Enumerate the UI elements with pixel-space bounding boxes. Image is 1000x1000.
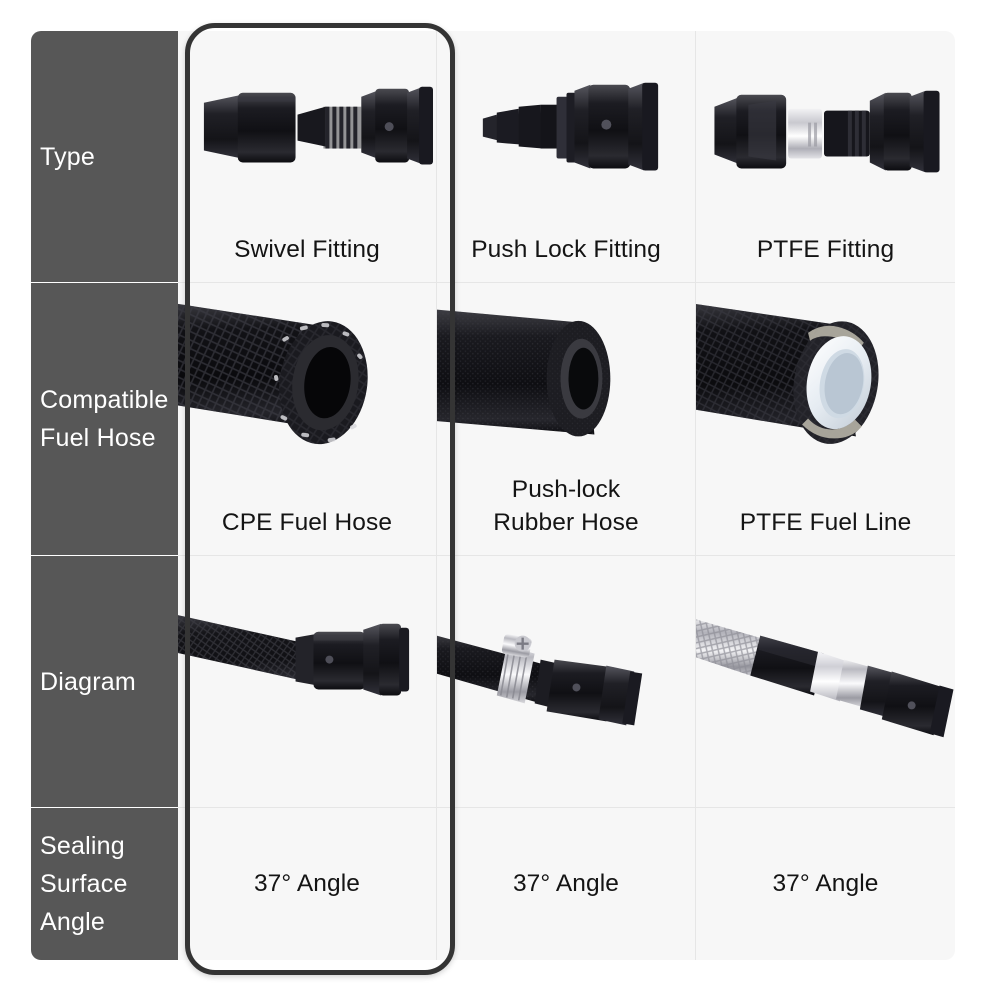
cell-caption: Swivel Fitting	[234, 235, 380, 263]
cell-angle-swivel[interactable]: 37° Angle	[178, 808, 437, 960]
row-label-hose-line2: Fuel Hose	[40, 424, 156, 452]
cell-caption: 37° Angle	[512, 869, 620, 897]
row-label-type-text: Type	[40, 142, 95, 171]
cell-caption: 37° Angle	[253, 869, 361, 897]
cell-angle-push-lock[interactable]: 37° Angle	[437, 808, 696, 960]
cell-angle-ptfe[interactable]: 37° Angle	[696, 808, 955, 960]
comparison-table: Type	[31, 31, 955, 960]
cell-diagram-push-lock[interactable]	[437, 556, 696, 808]
cell-hose-rubber[interactable]: Push-lock Rubber Hose	[437, 283, 696, 556]
push-lock-clamp-assembly-diagram	[437, 556, 695, 807]
row-label-sealing-surface-angle: Sealing Surface Angle	[31, 808, 178, 960]
cell-caption-line1: Push-lock	[511, 476, 621, 504]
cell-hose-ptfe[interactable]: PTFE Fuel Line	[696, 283, 955, 556]
row-label-compatible-fuel-hose: Compatible Fuel Hose	[31, 283, 178, 556]
cell-caption: CPE Fuel Hose	[221, 508, 393, 536]
cell-caption: PTFE Fitting	[756, 235, 895, 263]
swivel-assembly-diagram	[178, 556, 436, 807]
row-label-type: Type	[31, 31, 178, 283]
row-label-angle-line2: Surface	[40, 870, 128, 898]
cell-hose-cpe[interactable]: CPE Fuel Hose	[178, 283, 437, 556]
row-label-angle-line1: Sealing	[40, 832, 125, 860]
cell-type-push-lock[interactable]: Push Lock Fitting	[437, 31, 696, 283]
cell-caption-line2: Rubber Hose	[493, 508, 639, 536]
cell-type-swivel[interactable]: Swivel Fitting	[178, 31, 437, 283]
cell-caption: Push Lock Fitting	[471, 235, 661, 263]
row-label-diagram: Diagram	[31, 556, 178, 808]
cell-caption: PTFE Fuel Line	[739, 508, 912, 536]
row-label-diagram-text: Diagram	[40, 667, 136, 696]
cell-caption: 37° Angle	[772, 869, 879, 897]
cell-caption: Push-lock Rubber Hose	[437, 474, 695, 539]
cell-diagram-ptfe[interactable]	[696, 556, 955, 808]
cell-type-ptfe[interactable]: PTFE Fitting	[696, 31, 955, 283]
ptfe-assembly-diagram	[696, 556, 955, 807]
cell-diagram-swivel[interactable]	[178, 556, 437, 808]
row-label-angle-line3: Angle	[40, 908, 105, 936]
row-label-hose-line1: Compatible	[40, 386, 169, 414]
